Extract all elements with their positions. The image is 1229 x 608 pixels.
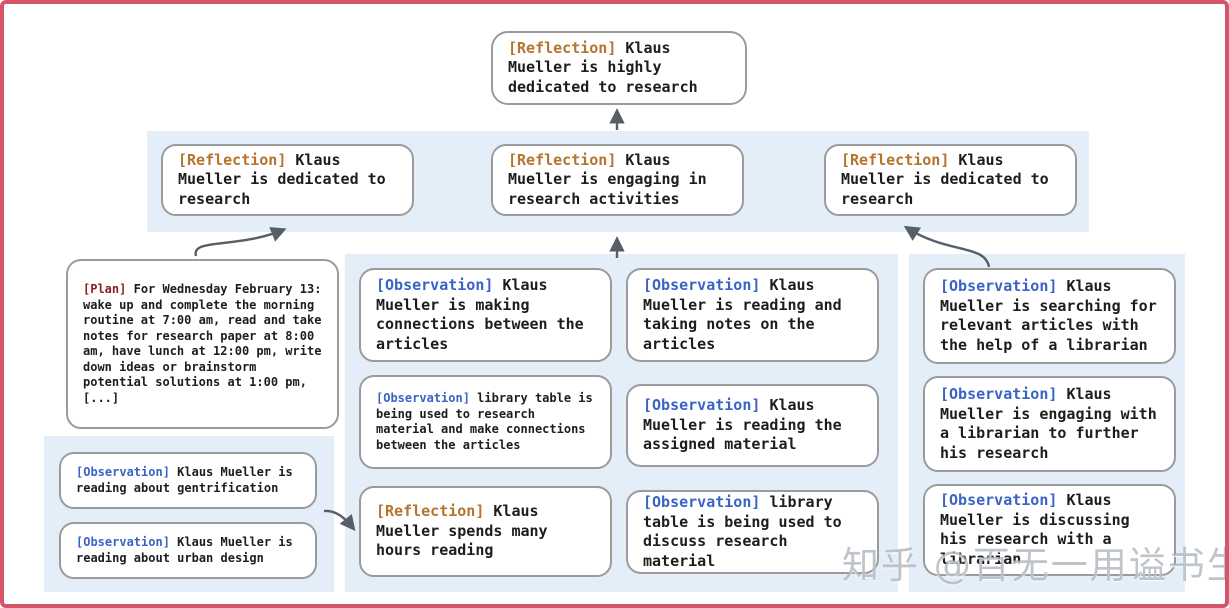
observation-tag: [Observation] [76,465,170,479]
node-text: [Reflection] Klaus Mueller spends many h… [361,500,610,563]
node-obs-gentrification: [Observation] Klaus Mueller is reading a… [59,452,317,509]
node-body-text: library table is being used to discuss r… [643,493,842,570]
node-body-text: Klaus Mueller spends many hours reading [376,502,548,560]
node-body-text: For Wednesday February 13: wake up and c… [83,282,322,405]
node-body-text: Klaus Mueller is highly dedicated to res… [508,38,698,96]
zhihu-watermark: 知乎 @百无一用谥书生 [842,544,1229,587]
node-body-text: Klaus Mueller is engaging in research ac… [508,150,707,208]
node-obs-making-connections: [Observation] Klaus Mueller is making co… [359,268,612,362]
node-body-text: Klaus Mueller is reading about urban des… [76,535,293,565]
node-body-text: Klaus Mueller is dedicated to research [178,150,386,208]
node-obs-searching-articles: [Observation] Klaus Mueller is searching… [923,268,1176,364]
reflection-tag: [Reflection] [508,150,617,169]
node-text: [Observation] Klaus Mueller is reading t… [628,394,877,457]
node-body-text: Klaus Mueller is discussing his research… [940,491,1130,568]
node-body-text: library table is being used to research … [376,391,593,452]
node-root-reflection: [Reflection] Klaus Mueller is highly ded… [491,31,747,105]
node-text: [Observation] Klaus Mueller is engaging … [925,383,1174,465]
observation-tag: [Observation] [940,491,1058,509]
arrow-plan-to-left-reflection [194,227,287,257]
node-reflection-left: [Reflection] Klaus Mueller is dedicated … [161,144,414,216]
reflection-tag: [Reflection] [178,150,287,169]
observation-tag: [Observation] [940,277,1058,295]
node-obs-assigned-material: [Observation] Klaus Mueller is reading t… [626,384,879,467]
node-body-text: Klaus Mueller is reading and taking note… [643,276,842,353]
node-text: [Reflection] Klaus Mueller is engaging i… [493,149,742,212]
node-body-text: Klaus Mueller is engaging with a librari… [940,385,1157,462]
node-text: [Observation] Klaus Mueller is reading a… [628,274,877,356]
node-text: [Observation] Klaus Mueller is discussin… [925,489,1174,571]
node-text: [Reflection] Klaus Mueller is dedicated … [163,149,412,212]
observation-tag: [Observation] [76,535,170,549]
observation-tag: [Observation] [643,493,761,511]
node-obs-urban-design: [Observation] Klaus Mueller is reading a… [59,522,317,579]
node-body-text: Klaus Mueller is reading about gentrific… [76,465,293,495]
node-body-text: Klaus Mueller is reading the assigned ma… [643,396,842,454]
node-reflection-center: [Reflection] Klaus Mueller is engaging i… [491,144,744,216]
node-text: [Plan] For Wednesday February 13: wake u… [68,280,337,408]
node-reflection-right: [Reflection] Klaus Mueller is dedicated … [824,144,1077,216]
node-obs-library-table-research: [Observation] library table is being use… [359,375,612,469]
observation-tag: [Observation] [940,385,1058,403]
node-body-text: Klaus Mueller is searching for relevant … [940,277,1157,354]
node-text: [Observation] library table is being use… [361,389,610,455]
node-body-text: Klaus Mueller is dedicated to research [841,150,1049,208]
node-body-text: Klaus Mueller is making connections betw… [376,276,584,353]
node-text: [Observation] Klaus Mueller is reading a… [61,463,315,498]
node-text: [Reflection] Klaus Mueller is dedicated … [826,149,1075,212]
reflection-tag: [Reflection] [508,38,617,57]
node-reflection-hours-reading: [Reflection] Klaus Mueller spends many h… [359,486,612,577]
node-text: [Observation] Klaus Mueller is making co… [361,274,610,356]
node-text: [Observation] library table is being use… [628,491,877,573]
node-text: [Reflection] Klaus Mueller is highly ded… [493,37,745,100]
reflection-tag: [Reflection] [376,502,485,521]
observation-tag: [Observation] [376,276,494,294]
node-plan: [Plan] For Wednesday February 13: wake u… [66,259,339,429]
node-text: [Observation] Klaus Mueller is reading a… [61,533,315,568]
node-obs-engaging-librarian: [Observation] Klaus Mueller is engaging … [923,376,1176,472]
reflection-tag: [Reflection] [841,150,950,169]
node-obs-library-table-discuss: [Observation] library table is being use… [626,490,879,574]
observation-tag: [Observation] [643,396,761,415]
plan-tag: [Plan] [83,282,127,296]
observation-tag: [Observation] [376,391,470,405]
observation-tag: [Observation] [643,276,761,294]
node-text: [Observation] Klaus Mueller is searching… [925,275,1174,357]
node-obs-discussing-research: [Observation] Klaus Mueller is discussin… [923,484,1176,576]
node-obs-taking-notes: [Observation] Klaus Mueller is reading a… [626,268,879,362]
